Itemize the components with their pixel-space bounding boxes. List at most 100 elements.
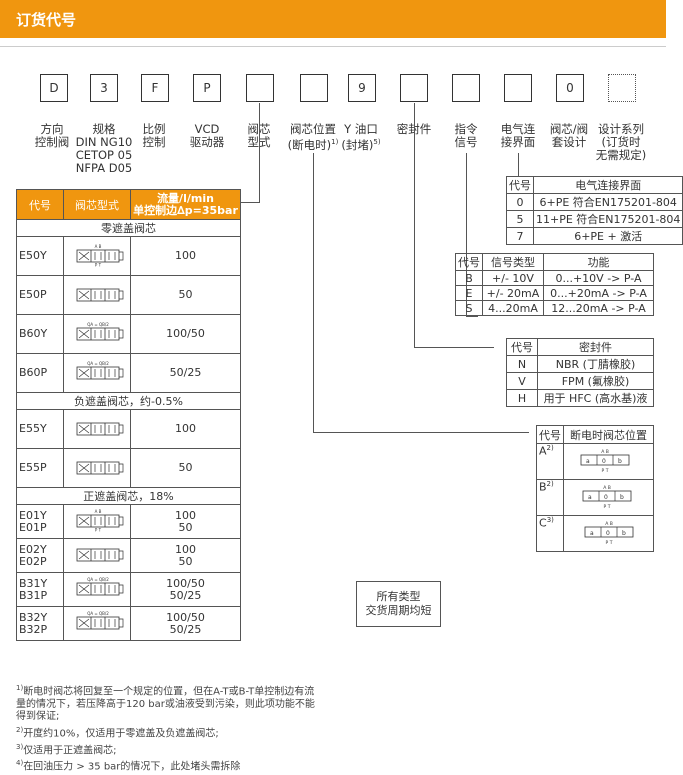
valve-symbol-icon: QA = QB/2 (76, 322, 124, 340)
svg-text:A B: A B (95, 244, 102, 249)
spool-symbol (63, 448, 131, 488)
table-row: B60P QA = QB/2 50/25 (16, 353, 241, 393)
svg-text:A B: A B (95, 509, 102, 514)
spool-flow: 100 (130, 236, 241, 276)
code-label-3: 比例控制 (142, 122, 166, 149)
delivery-note-box: 所有类型 交货周期均短 (356, 581, 441, 627)
svg-text:b: b (620, 494, 624, 501)
valve-symbol-icon: QA = QB/2 (76, 611, 124, 630)
col-flow: 流量/l/min 单控制边∆p=35bar (130, 189, 241, 220)
footnote-line: 量的情况下，若压降高于120 bar或油液受到污染，则此项功能不能 (16, 698, 315, 710)
spool-flow: 50/25 (130, 353, 241, 393)
footnote-line: 2)开度约10%，仅适用于零遮盖及负遮盖阀芯; (16, 725, 219, 740)
seal-col-code: 代号 (506, 338, 538, 356)
code-box-1: D (40, 74, 68, 102)
col-code: 代号 (16, 189, 64, 220)
table-row: E55P 50 (16, 448, 241, 488)
section-title-1: 零遮盖阀芯 (16, 219, 241, 237)
spool-flow: 50 (130, 448, 241, 488)
code-box-2: 3 (90, 74, 118, 102)
svg-text:a: a (590, 530, 594, 537)
col-spool-type: 阀芯型式 (63, 189, 131, 220)
valve-symbol-icon: A BP T (76, 509, 124, 533)
svg-text:P T: P T (603, 504, 610, 510)
code-label-6: 阀芯位置(断电时)1) (287, 122, 339, 152)
code-box-8 (400, 74, 428, 102)
spool-code: E55P (16, 448, 64, 488)
spool-code: E50P (16, 275, 64, 315)
section-title-2: 负遮盖阀芯，约-0.5% (16, 392, 241, 410)
valve-symbol-icon: QA = QB/2 (76, 577, 124, 596)
pos-col-position: 断电时阀芯位置 (563, 425, 654, 444)
elec-col-code: 代号 (506, 176, 534, 194)
code-label-10: 电气连接界面 (500, 122, 536, 149)
code-box-10 (504, 74, 532, 102)
connector-spool-h (241, 202, 260, 203)
spool-symbol: QA = QB/2 (63, 606, 131, 641)
valve-symbol-icon: A B P T (76, 244, 124, 267)
spool-code: E50Y (16, 236, 64, 276)
connector-elec (518, 153, 519, 176)
code-box-6 (300, 74, 328, 102)
footnotes: 1)断电时阀芯将回复至一个规定的位置，但在A-T或B-T单控制边有流量的情况下，… (16, 682, 416, 774)
connector-position-h (313, 432, 529, 433)
valve-symbol-icon (76, 288, 124, 301)
connector-position (313, 153, 314, 433)
spool-code: B60Y (16, 314, 64, 354)
sig-col-code: 代号 (455, 253, 483, 271)
connector-signal-h (466, 316, 478, 317)
svg-text:QA = QB/2: QA = QB/2 (87, 361, 109, 366)
spool-flow: 100/50 (130, 314, 241, 354)
sig-col-function: 功能 (543, 253, 654, 271)
seal-col-material: 密封件 (537, 338, 654, 356)
connector-signal (466, 153, 467, 317)
spool-flow: 100 (130, 409, 241, 449)
code-box-11: 0 (556, 74, 584, 102)
code-label-7: Y 油口(封堵)5) (341, 122, 381, 152)
valve-symbol-icon (76, 461, 124, 474)
footnote-line: 1)断电时阀芯将回复至一个规定的位置，但在A-T或B-T单控制边有流 (16, 684, 315, 698)
header-divider (0, 46, 666, 47)
svg-text:QA = QB/2: QA = QB/2 (87, 322, 109, 327)
code-box-7: 9 (348, 74, 376, 102)
footnote-line: 得到保证; (16, 711, 60, 723)
svg-text:QA = QB/2: QA = QB/2 (87, 611, 109, 616)
spool-symbol (63, 538, 131, 573)
spool-code: B60P (16, 353, 64, 393)
code-label-12: 设计系列(订货时无需规定) (595, 122, 647, 162)
svg-text:A B: A B (605, 521, 613, 527)
code-box-12 (608, 74, 636, 102)
svg-text:a: a (586, 458, 590, 465)
svg-text:P T: P T (95, 262, 102, 267)
